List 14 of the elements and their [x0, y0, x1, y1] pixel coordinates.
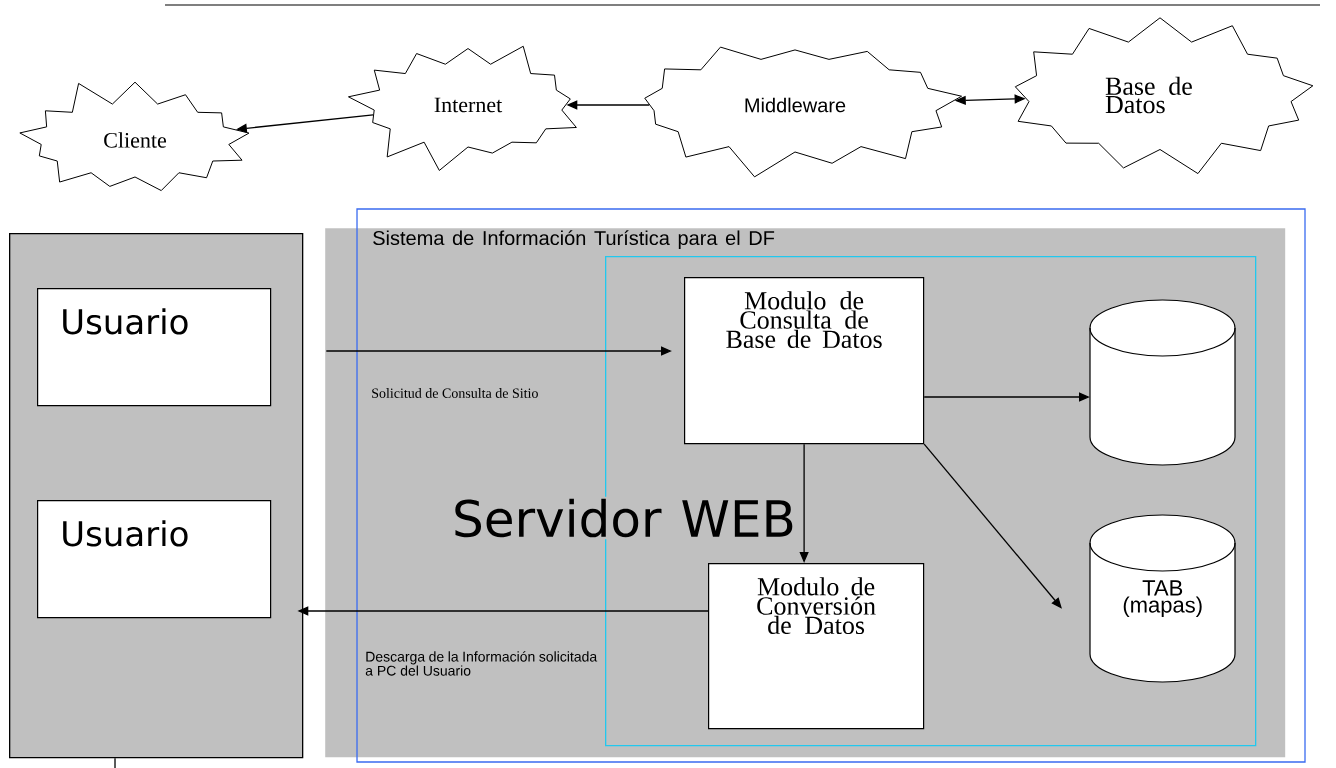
- server-label: Servidor WEB: [450, 496, 798, 540]
- edge-label: Solicitud de Consulta de Sitio: [372, 388, 538, 398]
- starburst: Base de Datos: [1014, 17, 1314, 175]
- starburst: Internet: [347, 45, 577, 171]
- user-box: Usuario: [37, 288, 272, 407]
- database-cylinder: TAB (mapas): [1089, 514, 1236, 683]
- user-box: Usuario: [37, 500, 272, 619]
- edge-label: Descarga de la Información solicitada a PC del Usuario: [365, 651, 598, 676]
- arrow: [923, 443, 1062, 609]
- database-cylinder: [1089, 299, 1236, 466]
- starburst: Middleware: [644, 46, 963, 178]
- starburst: Cliente: [19, 81, 250, 192]
- module-box: Modulo de Consulta de Base de Datos: [684, 277, 925, 445]
- module-box: Modulo de Conversión de Datos: [708, 563, 925, 730]
